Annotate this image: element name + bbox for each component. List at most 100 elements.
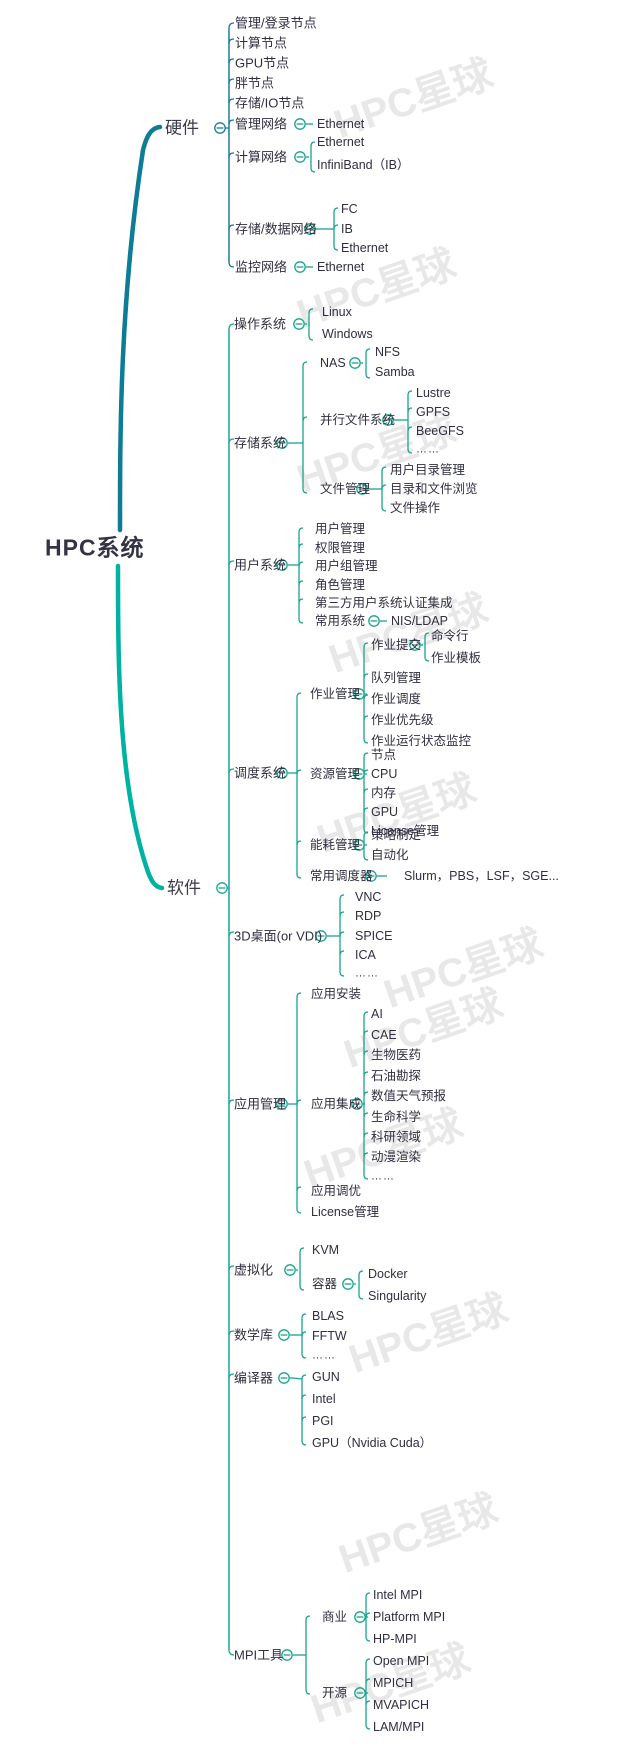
mindmap-node-hw6[interactable]: 计算网络 [235,149,288,165]
mindmap-node-sw3a0y[interactable]: 作业模板 [431,650,482,665]
mindmap-node-sw1[interactable]: 存储系统 [234,435,287,451]
mindmap-node-sw4[interactable]: 3D桌面(or VDI) [234,928,323,944]
mindmap-node-sw3a1[interactable]: 队列管理 [371,670,422,685]
mindmap-node-sw7c1[interactable]: FFTW [312,1328,347,1343]
mindmap-node-hw[interactable]: 硬件 [165,118,199,138]
mindmap-node-sw3b0[interactable]: 节点 [371,747,397,762]
mindmap-node-sw1a1[interactable]: Samba [375,364,415,379]
mindmap-node-sw6c1[interactable]: 容器 [312,1276,338,1291]
root-node[interactable]: HPC系统 [45,534,145,561]
mindmap-node-sw2[interactable]: 用户系统 [234,557,287,573]
mindmap-node-hw7c2[interactable]: Ethernet [341,240,389,255]
mindmap-node-sw2c2[interactable]: 用户组管理 [315,558,378,573]
mindmap-node-sw6[interactable]: 虚拟化 [234,1262,274,1278]
mindmap-node-sw3d0[interactable]: Slurm，PBS，LSF，SGE... [404,868,559,883]
mindmap-node-hw1[interactable]: 计算节点 [235,35,288,51]
mindmap-node-sw4c0[interactable]: VNC [355,889,382,904]
mindmap-node-sw1b3[interactable]: …… [416,443,440,456]
mindmap-node-hw8[interactable]: 监控网络 [235,259,288,275]
mindmap-node-sw2c1[interactable]: 权限管理 [315,540,366,555]
mindmap-node-sw8[interactable]: 编译器 [234,1370,274,1386]
mindmap-node-sw9b0[interactable]: Open MPI [373,1653,430,1668]
mindmap-node-sw9a[interactable]: 商业 [322,1609,348,1624]
mindmap-node-sw5b3[interactable]: 石油勘探 [371,1068,422,1083]
mindmap-node-sw3c0[interactable]: 策略制定 [371,827,422,842]
mindmap-node-sw5b6[interactable]: 科研领域 [371,1129,422,1144]
mindmap-node-sw5b8[interactable]: …… [371,1170,395,1183]
mindmap-node-sw3a0x[interactable]: 命令行 [431,628,469,643]
mindmap-node-sw4c4[interactable]: …… [355,967,379,980]
mindmap-node-sw1b2[interactable]: BeeGFS [416,423,464,438]
mindmap-node-sw5b4[interactable]: 数值天气预报 [371,1088,447,1103]
mindmap-node-sw1c[interactable]: 文件管理 [320,481,371,496]
mindmap-node-hw0[interactable]: 管理/登录节点 [235,15,317,31]
mindmap-node-sw3b[interactable]: 资源管理 [310,766,361,781]
mindmap-node-sw9a2[interactable]: HP-MPI [373,1631,417,1646]
mindmap-node-sw4c3[interactable]: ICA [355,947,376,962]
mindmap-node-sw1a[interactable]: NAS [320,355,346,370]
mindmap-node-sw9b3[interactable]: LAM/MPI [373,1719,425,1734]
mindmap-node-sw9[interactable]: MPI工具 [234,1647,284,1663]
mindmap-node-sw1c2[interactable]: 文件操作 [390,500,441,515]
mindmap-node-sw5[interactable]: 应用管理 [234,1096,287,1112]
mindmap-node-sw3a0[interactable]: 作业提交 [371,637,422,652]
mindmap-node-hw7c1[interactable]: IB [341,221,353,236]
mindmap-node-sw1c0[interactable]: 用户目录管理 [390,462,466,477]
mindmap-node-sw5d[interactable]: License管理 [311,1204,380,1219]
mindmap-node-sw1b[interactable]: 并行文件系统 [320,412,396,427]
mindmap-node-sw5b1[interactable]: CAE [371,1027,397,1042]
mindmap-node-sw9b2[interactable]: MVAPICH [373,1697,430,1712]
mindmap-node-sw0[interactable]: 操作系统 [234,316,287,332]
mindmap-node-sw2c5a[interactable]: NIS/LDAP [391,613,448,628]
mindmap-node-sw9b[interactable]: 开源 [322,1685,348,1700]
mindmap-node-sw8c1[interactable]: Intel [312,1391,336,1406]
mindmap-node-sw8c0[interactable]: GUN [312,1369,340,1384]
mindmap-node-sw6c1a[interactable]: Docker [368,1266,408,1281]
mindmap-node-sw5b7[interactable]: 动漫渲染 [371,1149,422,1164]
mindmap-node-sw6c1b[interactable]: Singularity [368,1288,427,1303]
mindmap-node-sw9b1[interactable]: MPICH [373,1675,414,1690]
mindmap-node-sw3a[interactable]: 作业管理 [310,686,361,701]
mindmap-node-sw3b3[interactable]: GPU [371,804,399,819]
mindmap-node-hw8c0[interactable]: Ethernet [317,259,365,274]
mindmap-node-sw3a4[interactable]: 作业运行状态监控 [371,733,472,748]
mindmap-node-sw0c1[interactable]: Windows [322,326,373,341]
mindmap-node-sw3c1[interactable]: 自动化 [371,847,409,862]
mindmap-node-sw3a3[interactable]: 作业优先级 [371,712,434,727]
mindmap-node-sw3b1[interactable]: CPU [371,766,398,781]
mindmap-node-sw9a0[interactable]: Intel MPI [373,1587,423,1602]
mindmap-node-sw7c2[interactable]: …… [312,1349,336,1362]
mindmap-node-sw5b2[interactable]: 生物医药 [371,1047,422,1062]
mindmap-node-sw2c0[interactable]: 用户管理 [315,521,366,536]
mindmap-node-sw5c[interactable]: 应用调优 [311,1183,362,1198]
mindmap-node-sw7[interactable]: 数学库 [234,1327,274,1343]
mindmap-node-hw4[interactable]: 存储/IO节点 [235,95,305,111]
mindmap-node-sw2c4[interactable]: 第三方用户系统认证集成 [315,595,453,610]
mindmap-node-sw3b4[interactable]: License管理 [371,823,440,838]
mindmap-node-hw3[interactable]: 胖节点 [235,75,275,91]
mindmap-node-sw1a0[interactable]: NFS [375,344,400,359]
mindmap-node-sw2c5[interactable]: 常用系统 [315,613,366,628]
mindmap-node-hw6c1[interactable]: InfiniBand（IB） [317,157,410,172]
mindmap-node-hw7[interactable]: 存储/数据网络 [235,221,317,237]
mindmap-node-hw5[interactable]: 管理网络 [235,116,288,132]
mindmap-node-sw3[interactable]: 调度系统 [234,765,287,781]
mindmap-node-sw4c1[interactable]: RDP [355,908,382,923]
mindmap-node-sw8c2[interactable]: PGI [312,1413,334,1428]
mindmap-node-sw5b5[interactable]: 生命科学 [371,1109,422,1124]
mindmap-node-hw5c0[interactable]: Ethernet [317,116,365,131]
mindmap-node-sw3c[interactable]: 能耗管理 [310,837,361,852]
mindmap-node-sw9a1[interactable]: Platform MPI [373,1609,446,1624]
mindmap-node-sw5b0[interactable]: AI [371,1006,383,1021]
mindmap-node-sw1b0[interactable]: Lustre [416,385,451,400]
mindmap-node-sw6c0[interactable]: KVM [312,1242,340,1257]
mindmap-node-sw2c3[interactable]: 角色管理 [315,577,366,592]
mindmap-node-sw5a[interactable]: 应用安装 [311,986,362,1001]
mindmap-node-sw0c0[interactable]: Linux [322,304,352,319]
mindmap-node-sw5b[interactable]: 应用集成 [311,1096,362,1111]
mindmap-node-sw1b1[interactable]: GPFS [416,404,451,419]
mindmap-node-hw7c0[interactable]: FC [341,201,358,216]
mindmap-node-hw2[interactable]: GPU节点 [235,55,290,71]
mindmap-node-sw3b2[interactable]: 内存 [371,785,397,800]
mindmap-node-sw7c0[interactable]: BLAS [312,1308,344,1323]
